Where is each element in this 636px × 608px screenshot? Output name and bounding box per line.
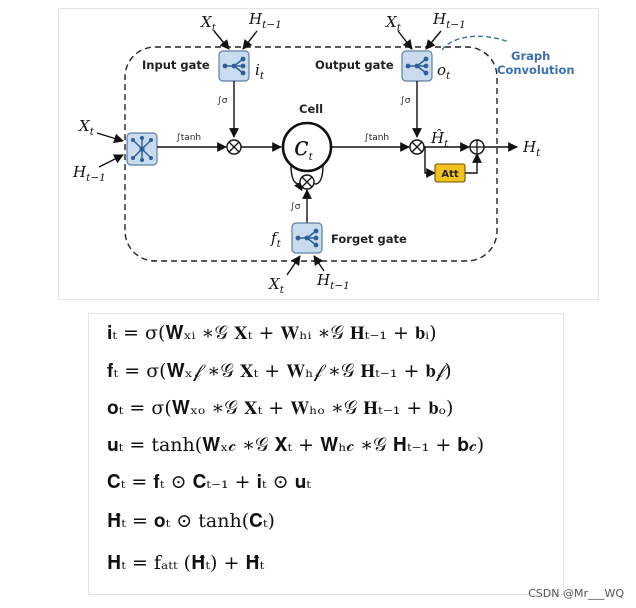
lstm-boundary — [124, 46, 498, 262]
watermark: CSDN @Mr___WQ — [528, 587, 624, 600]
output-h: Ht — [522, 138, 541, 159]
forget-gate-label: Forget gate — [331, 232, 407, 246]
diagram-panel: Graph Convolution Xt Ht−1 Xt Ht−1 Input … — [58, 8, 599, 300]
input-gate-sigma: ∫σ — [217, 96, 228, 106]
left-input-x: Xt — [78, 117, 95, 138]
gc-lstm-diagram: Graph Convolution Xt Ht−1 Xt Ht−1 Input … — [72, 10, 575, 296]
input-multiply-icon — [226, 139, 242, 155]
forget-gate-x: Xt — [268, 275, 285, 296]
graph-convolution-arrow — [441, 35, 510, 51]
input-gate-symbol: it — [255, 61, 265, 82]
output-gate-icon — [401, 50, 433, 82]
graph-convolution-label-1: Graph — [511, 49, 550, 63]
input-node-icon — [126, 132, 158, 166]
equation-panel: 𝐢ₜ = σ(𝐖ₓᵢ ∗𝒢 𝐗ₜ + 𝐖ₕᵢ ∗𝒢 𝐇ₜ₋₁ + 𝐛ᵢ) 𝐟ₜ … — [88, 313, 564, 595]
output-gate-x: Xt — [385, 13, 402, 34]
equation-candidate: 𝐮ₜ = tanh(𝐖ₓ𝒸 ∗𝒢 𝐗ₜ + 𝐖ₕ𝒸 ∗𝒢 𝐇ₜ₋₁ + 𝐛𝒸) — [107, 434, 485, 456]
left-input-h: Ht−1 — [72, 163, 106, 184]
equation-output-gate: 𝐨ₜ = σ(𝐖ₓₒ ∗𝒢 𝐗ₜ + 𝐖ₕₒ ∗𝒢 𝐇ₜ₋₁ + 𝐛ₒ) — [107, 397, 454, 419]
graph-convolution-label-2: Convolution — [497, 63, 575, 77]
sum-icon — [469, 139, 485, 155]
forget-gate-h: Ht−1 — [316, 271, 350, 292]
input-gate-label: Input gate — [142, 58, 210, 72]
input-gate-x: Xt — [200, 13, 217, 34]
output-gate-symbol: ot — [437, 61, 451, 82]
forget-gate-icon — [291, 222, 323, 254]
input-tanh: ∫tanh — [176, 133, 201, 143]
equation-forget-gate: 𝐟ₜ = σ(𝐖ₓ𝒻 ∗𝒢 𝐗ₜ + 𝐖ₕ𝒻 ∗𝒢 𝐇ₜ₋₁ + 𝐛𝒻) — [107, 360, 452, 382]
hat-h-symbol: Ĥt — [430, 129, 449, 150]
output-tanh: ∫tanh — [364, 133, 389, 143]
forget-multiply-icon — [299, 174, 315, 190]
input-gate-icon — [218, 50, 250, 82]
equation-cell-state: 𝐂ₜ = 𝐟ₜ ⊙ 𝐂ₜ₋₁ + 𝐢ₜ ⊙ 𝐮ₜ — [107, 471, 311, 493]
equation-hidden: 𝐇ₜ = fₐₜₜ (𝐇̂ₜ) + 𝐇̂ₜ — [107, 552, 265, 574]
cell-label: Cell — [299, 102, 323, 116]
input-gate-h: Ht−1 — [248, 10, 282, 31]
cell-symbol: ct — [294, 132, 314, 163]
forget-gate-symbol: ft — [270, 229, 282, 250]
output-multiply-icon — [409, 139, 425, 155]
output-gate-label: Output gate — [315, 58, 394, 72]
output-gate-h: Ht−1 — [432, 10, 466, 31]
equation-input-gate: 𝐢ₜ = σ(𝐖ₓᵢ ∗𝒢 𝐗ₜ + 𝐖ₕᵢ ∗𝒢 𝐇ₜ₋₁ + 𝐛ᵢ) — [107, 322, 437, 344]
forget-gate-sigma: ∫σ — [290, 202, 301, 212]
equation-hidden-hat: 𝐇̂ₜ = 𝐨ₜ ⊙ tanh(𝐂ₜ) — [107, 510, 275, 532]
output-gate-sigma: ∫σ — [400, 96, 411, 106]
attention-label: Att — [441, 169, 459, 180]
